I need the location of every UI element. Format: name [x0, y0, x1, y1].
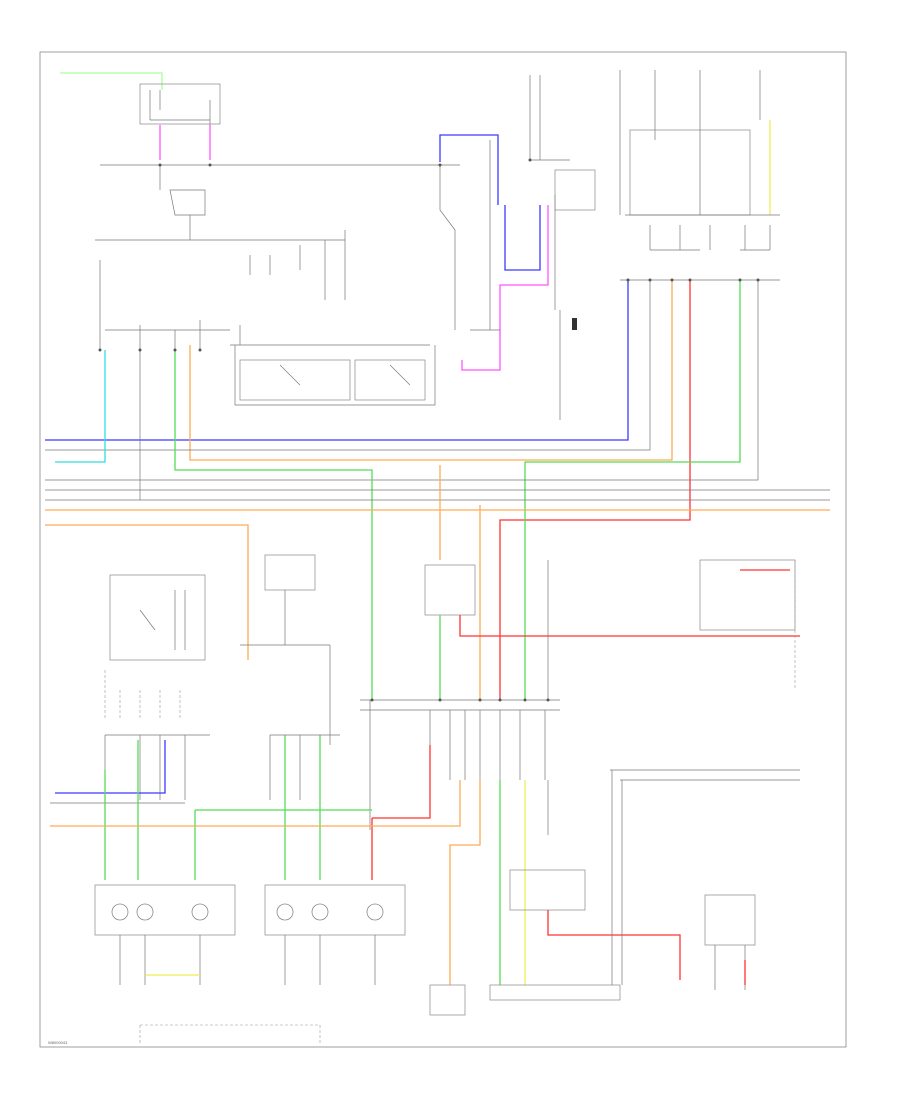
left-bus — [45, 350, 830, 700]
middle-section — [109, 554, 800, 830]
bottom-section — [139, 769, 800, 1045]
lower-left-section — [50, 670, 461, 880]
diagram-frame — [39, 51, 847, 1048]
gauge-right — [264, 884, 406, 985]
top-right-section — [45, 70, 780, 700]
top-center-section — [439, 75, 596, 420]
top-left-section — [60, 72, 460, 406]
footer-code: W8000043 — [48, 1040, 68, 1045]
connector-dots — [98, 158, 760, 702]
gauge-left — [94, 884, 236, 985]
